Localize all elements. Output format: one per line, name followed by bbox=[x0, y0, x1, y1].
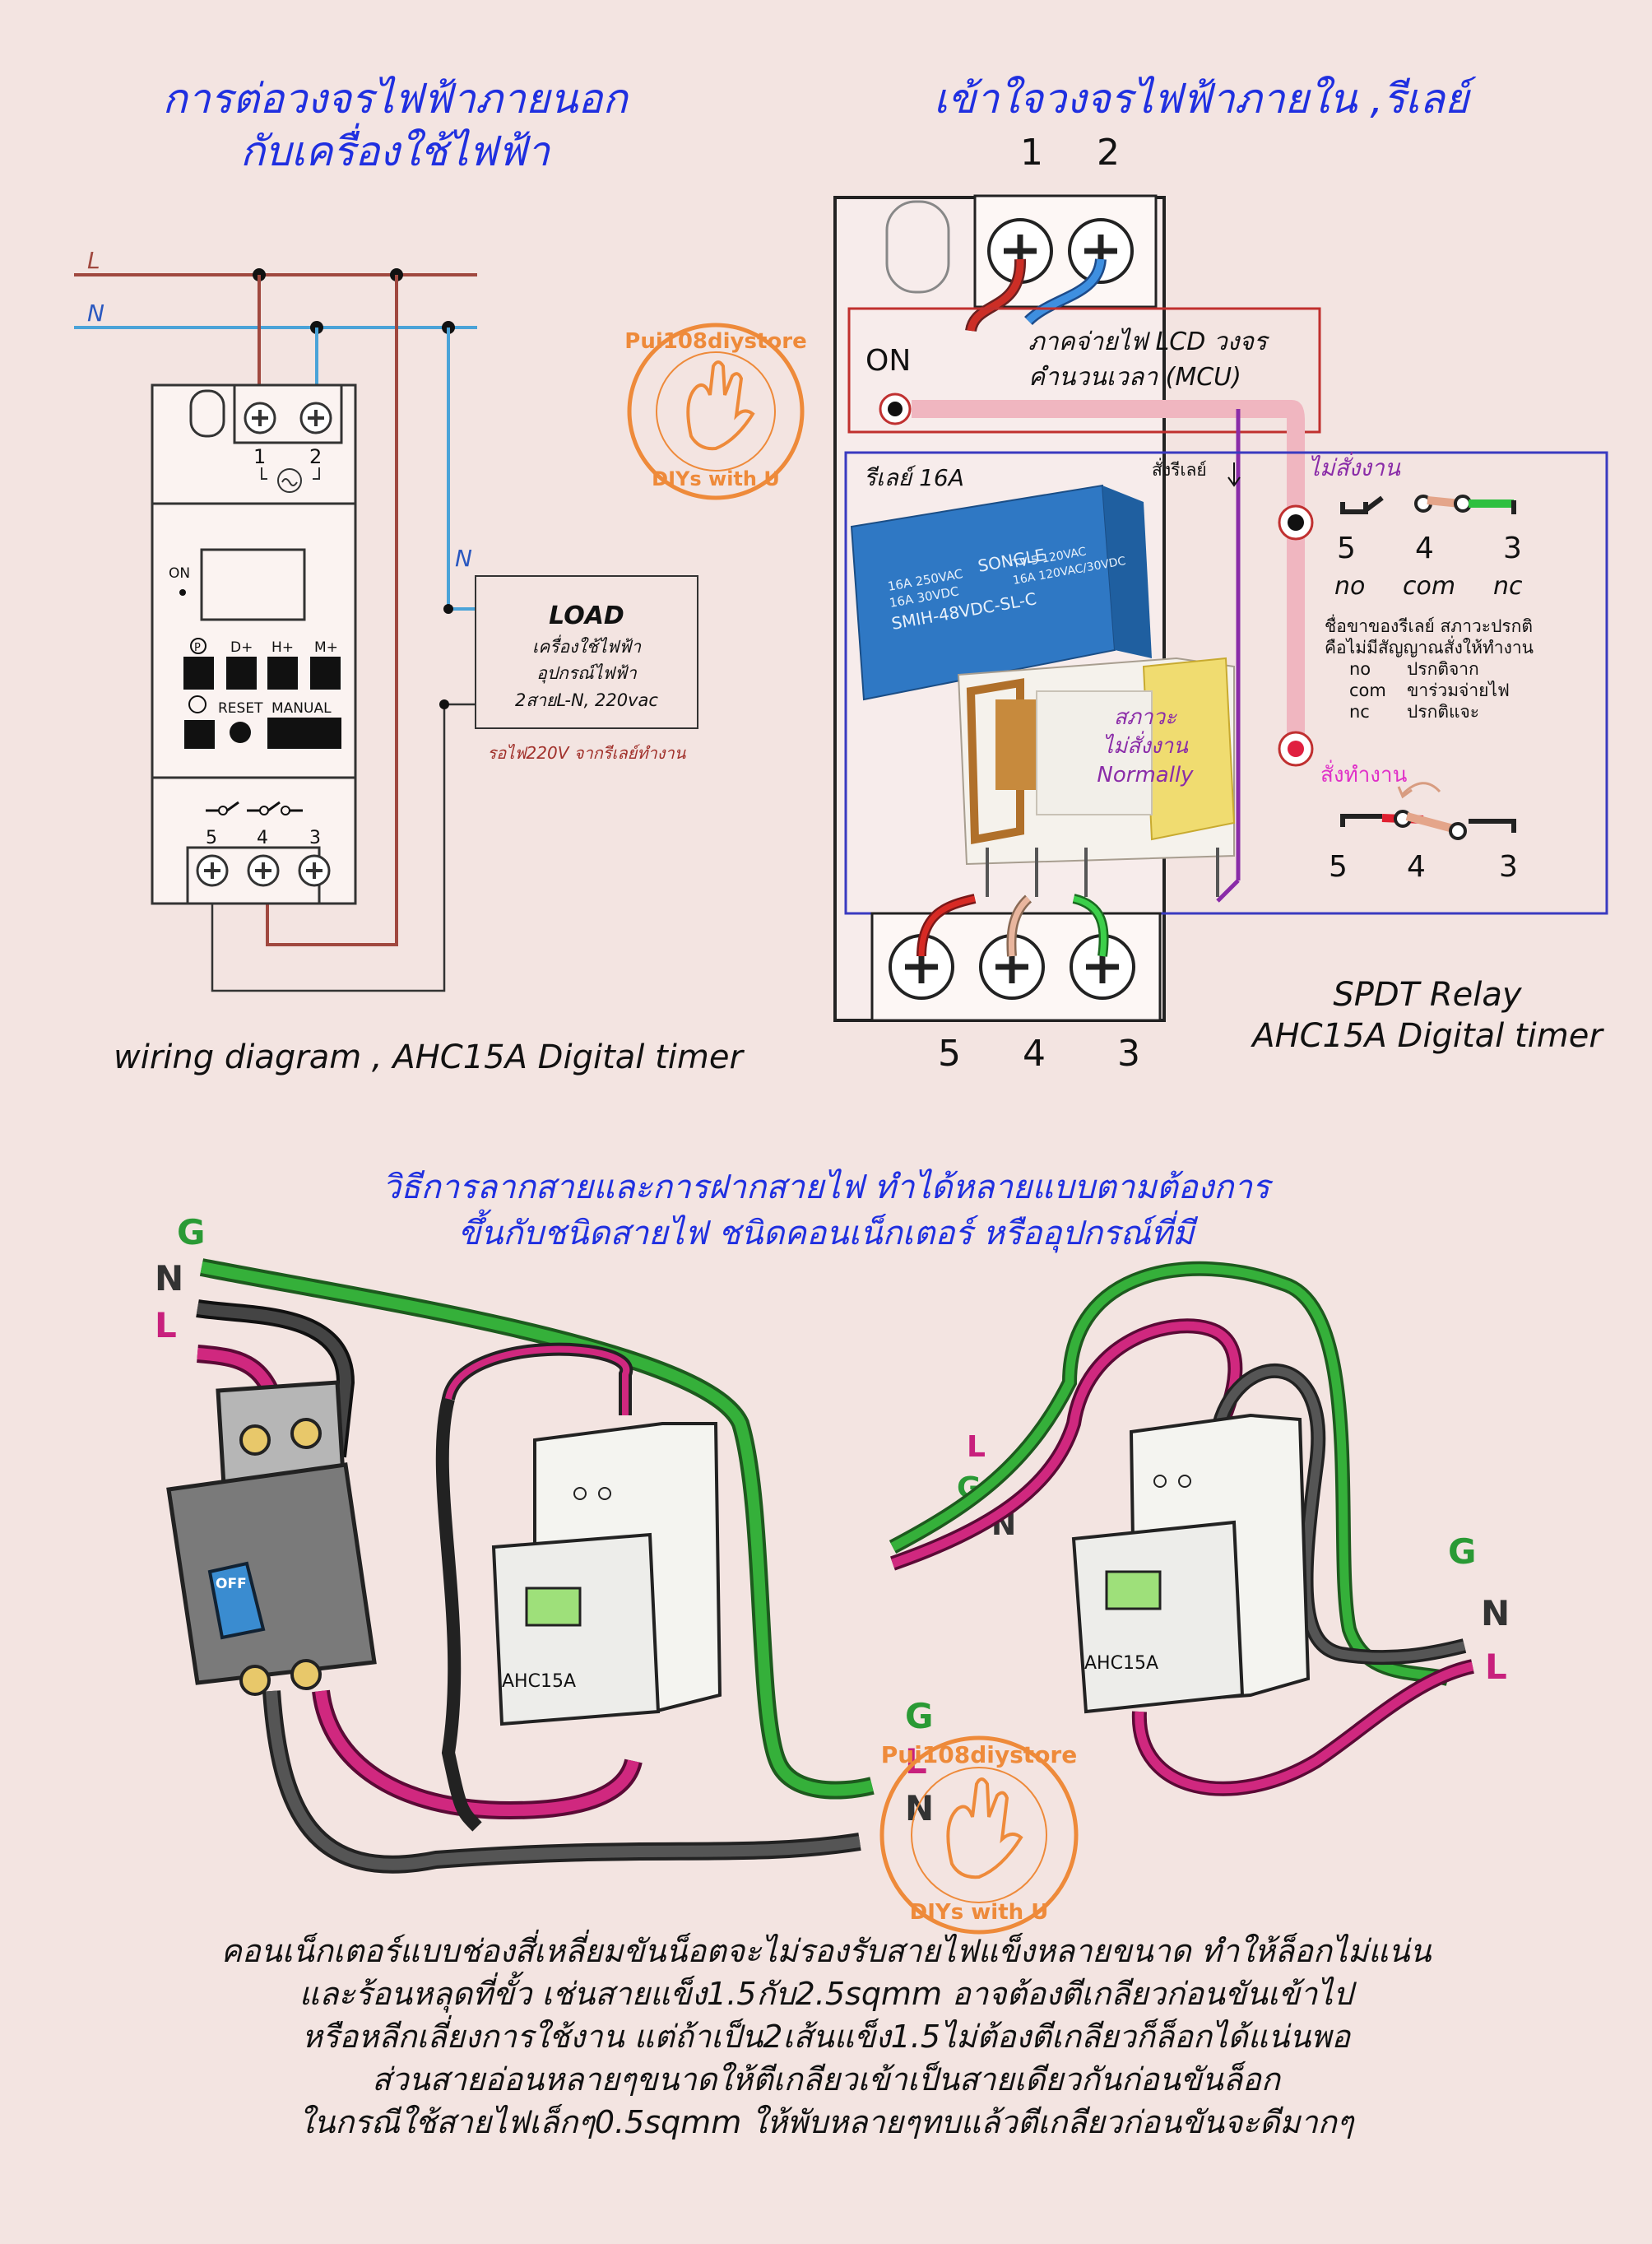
svg-text:M+: M+ bbox=[314, 639, 338, 656]
svg-text:คำนวนเวลา (MCU): คำนวนเวลา (MCU) bbox=[1028, 363, 1241, 392]
label-l: L bbox=[87, 247, 100, 274]
svg-text:DIYs with U: DIYs with U bbox=[910, 1900, 1049, 1925]
power-mcu-box bbox=[847, 307, 1321, 434]
svg-text:5: 5 bbox=[206, 828, 217, 848]
svg-text:ไม่สั่งงาน: ไม่สั่งงาน bbox=[1308, 452, 1401, 481]
svg-text:H+: H+ bbox=[271, 639, 294, 656]
svg-text:G: G bbox=[905, 1696, 933, 1736]
circuit-breaker: OFF bbox=[166, 1380, 377, 1696]
svg-text:4: 4 bbox=[1415, 532, 1434, 565]
svg-text:อุปกรณ์ไฟฟ้า: อุปกรณ์ไฟฟ้า bbox=[536, 663, 638, 684]
svg-text:DIYs with U: DIYs with U bbox=[652, 467, 780, 490]
svg-text:MANUAL: MANUAL bbox=[271, 700, 332, 717]
svg-text:ชื่อขาของรีเลย์ สภาวะปรกติ: ชื่อขาของรีเลย์ สภาวะปรกติ bbox=[1325, 614, 1533, 636]
svg-text:4: 4 bbox=[1407, 850, 1426, 884]
svg-text:RESET: RESET bbox=[218, 700, 263, 717]
svg-text:P: P bbox=[194, 642, 201, 654]
store-logo-top: Pui108diystore DIYs with U bbox=[624, 323, 807, 500]
title-external: การต่อวงจรไฟฟ้าภายนอก กับเครื่องใช้ไฟฟ้า bbox=[66, 72, 724, 178]
svg-text:4: 4 bbox=[257, 828, 268, 848]
relay-photo: SONGLE 16A 250VAC 16A 30VDC TV-5 120VAC … bbox=[850, 484, 1236, 897]
svg-text:ปรกติจาก: ปรกติจาก bbox=[1407, 659, 1479, 679]
timer-body: 1 2 ON P D+ H+ M+ RESET MANUAL 5 4 3 bbox=[151, 383, 357, 905]
wiring-diagram: L N N 1 2 ON P D+ H+ M+ RESET MANUAL bbox=[74, 247, 698, 992]
svg-text:ON: ON bbox=[865, 344, 911, 378]
svg-text:G: G bbox=[1448, 1531, 1476, 1572]
note-line: หรือหลีกเลี่ยงการใช้งาน แต่ถ้าเป็น2เส้นแ… bbox=[301, 2019, 1351, 2055]
contact-idle bbox=[1340, 495, 1516, 514]
internal-diagram: 1 2 ON ภาคจ่ายไฟ LCD วงจร คำนวนเวลา (MCU… bbox=[833, 132, 1608, 1075]
svg-text:สภาวะ: สภาวะ bbox=[1114, 705, 1177, 730]
svg-text:3: 3 bbox=[1503, 532, 1522, 565]
svg-text:D+: D+ bbox=[230, 639, 253, 656]
svg-text:2สายL-N, 220vac: 2สายL-N, 220vac bbox=[515, 690, 658, 710]
svg-text:3: 3 bbox=[309, 828, 321, 848]
svg-text:AHC15A: AHC15A bbox=[502, 1671, 576, 1692]
svg-text:no: no bbox=[1334, 572, 1365, 601]
svg-text:3: 3 bbox=[1117, 1033, 1140, 1075]
svg-text:1: 1 bbox=[1020, 132, 1043, 174]
svg-text:Pui108diystore: Pui108diystore bbox=[881, 1741, 1077, 1768]
svg-text:N: N bbox=[905, 1788, 934, 1828]
svg-text:3: 3 bbox=[1499, 850, 1518, 884]
svg-text:5: 5 bbox=[1329, 850, 1348, 884]
svg-text:Pui108diystore: Pui108diystore bbox=[624, 329, 806, 354]
contact-active bbox=[1340, 810, 1516, 840]
svg-text:ขาร่วมจ่ายไฟ: ขาร่วมจ่ายไฟ bbox=[1407, 681, 1510, 700]
title-external-line2: กับเครื่องใช้ไฟฟ้า bbox=[239, 128, 550, 175]
load-box bbox=[475, 575, 698, 729]
internal-caption: SPDT Relay AHC15A Digital timer bbox=[1252, 976, 1603, 1055]
timer-illustration-right: AHC15A bbox=[1071, 1413, 1311, 1714]
wiring-caption: wiring diagram , AHC15A Digital timer bbox=[114, 1038, 743, 1076]
svg-text:สั่งทำงาน: สั่งทำงาน bbox=[1320, 760, 1408, 787]
note-line: คอนเน็กเตอร์แบบช่องสี่เหลี่ยมขันน็อตจะไม… bbox=[220, 1933, 1432, 1969]
title-external-line1: การต่อวงจรไฟฟ้าภายนอก bbox=[162, 75, 628, 123]
store-logo-bottom: Pui108diystore DIYs with U bbox=[879, 1735, 1079, 1935]
title-method: วิธีการลากสายและการฝากสายไฟ ทำได้หลายแบบ… bbox=[382, 1168, 1270, 1252]
svg-text:no: no bbox=[1349, 659, 1371, 679]
svg-text:L: L bbox=[967, 1430, 986, 1464]
svg-text:com: com bbox=[1349, 681, 1386, 700]
svg-text:N: N bbox=[155, 1258, 183, 1299]
svg-text:สั่งรีเลย์: สั่งรีเลย์ bbox=[1152, 458, 1207, 480]
svg-text:nc: nc bbox=[1349, 702, 1370, 722]
note-line: และร้อนหลุดที่ขั้ว เช่นสายแข็ง1.5กับ2.5s… bbox=[299, 1976, 1353, 2012]
relay-box bbox=[844, 451, 1608, 915]
note-line: ในกรณีใช้สายไฟเล็กๆ0.5sqmm ให้พับหลายๆทบ… bbox=[298, 2104, 1354, 2140]
load-title: LOAD bbox=[549, 602, 624, 630]
svg-text:AHC15A: AHC15A bbox=[1084, 1653, 1158, 1674]
wiring-illustration: G N L OFF AHC15A G L N L G N bbox=[155, 1218, 1510, 1874]
svg-text:Normally: Normally bbox=[1097, 763, 1194, 787]
svg-text:5: 5 bbox=[1337, 532, 1356, 565]
svg-text:เครื่องใช้ไฟฟ้า: เครื่องใช้ไฟฟ้า bbox=[532, 634, 642, 657]
svg-text:2: 2 bbox=[309, 445, 322, 468]
note-line: ส่วนสายอ่อนหลายๆขนาดให้ตีเกลียวเข้าเป็นส… bbox=[372, 2061, 1280, 2098]
svg-text:ไม่สั่งงาน: ไม่สั่งงาน bbox=[1102, 731, 1189, 759]
svg-text:คือไม่มีสัญญาณสั่งให้ทำงาน: คือไม่มีสัญญาณสั่งให้ทำงาน bbox=[1325, 635, 1534, 657]
svg-text:com: com bbox=[1403, 572, 1455, 601]
svg-text:ภาคจ่ายไฟ LCD วงจร: ภาคจ่ายไฟ LCD วงจร bbox=[1028, 328, 1270, 356]
svg-text:L: L bbox=[155, 1305, 177, 1345]
svg-text:รีเลย์ 16A: รีเลย์ 16A bbox=[864, 464, 964, 491]
svg-text:5: 5 bbox=[938, 1033, 961, 1075]
svg-text:1: 1 bbox=[253, 445, 266, 468]
svg-text:OFF: OFF bbox=[216, 1576, 247, 1592]
waiting-note: รอไฟ220V จากรีเลย์ทำงาน bbox=[488, 743, 687, 763]
signal-line bbox=[912, 400, 1305, 757]
bottom-notes: คอนเน็กเตอร์แบบช่องสี่เหลี่ยมขันน็อตจะไม… bbox=[0, 1930, 1652, 2144]
label-n: N bbox=[87, 300, 104, 327]
svg-text:nc: nc bbox=[1493, 572, 1523, 601]
svg-text:ปรกติแจะ: ปรกติแจะ bbox=[1407, 702, 1479, 722]
svg-text:L: L bbox=[1485, 1647, 1507, 1687]
label-n2: N bbox=[455, 545, 472, 572]
svg-text:ON: ON bbox=[169, 565, 190, 582]
title-internal: เข้าใจวงจรไฟฟ้าภายใน ,รีเลย์ bbox=[933, 75, 1469, 123]
svg-text:2: 2 bbox=[1097, 132, 1120, 174]
svg-text:4: 4 bbox=[1023, 1033, 1046, 1075]
svg-text:G: G bbox=[177, 1218, 205, 1252]
svg-text:N: N bbox=[1481, 1593, 1510, 1633]
timer-illustration-left: AHC15A bbox=[491, 1422, 722, 1726]
